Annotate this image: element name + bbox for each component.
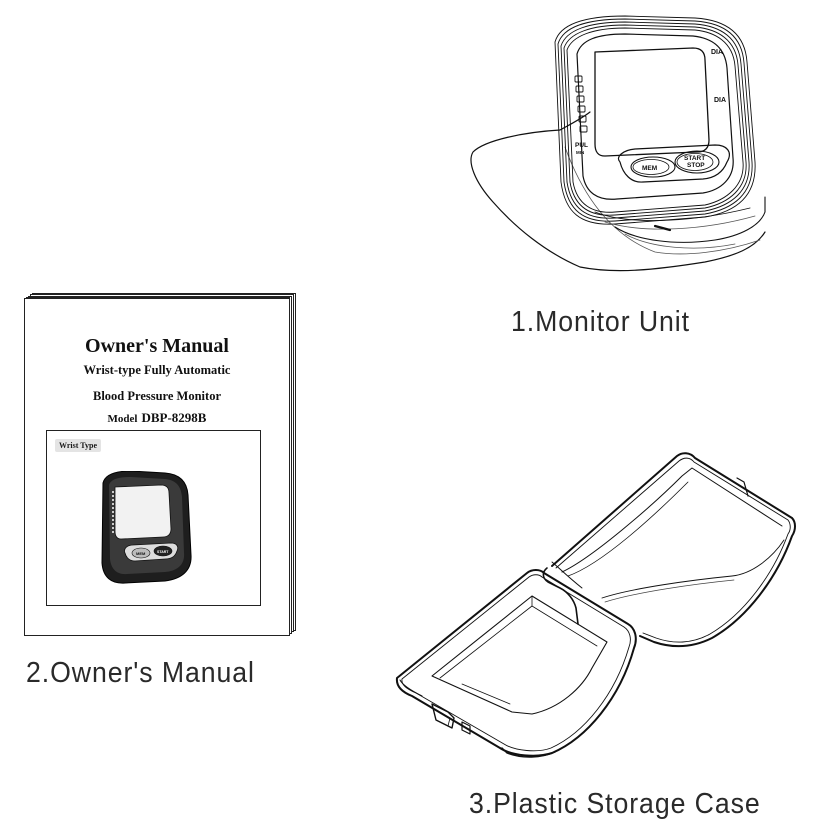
storage-case-illustration bbox=[395, 452, 796, 758]
monitor-unit-illustration: DIA DIA PUL MIN MEM START STOP bbox=[470, 15, 766, 272]
monitor-start-button-label: START bbox=[684, 155, 705, 162]
owners-manual-illustration: Owner's Manual Wrist-type Fully Automati… bbox=[24, 293, 296, 639]
monitor-mem-button-label: MEM bbox=[642, 165, 657, 172]
monitor-pul-sub-label: MIN bbox=[576, 150, 584, 155]
caption-monitor-unit: 1.Monitor Unit bbox=[511, 306, 690, 338]
monitor-pul-label: PUL bbox=[575, 142, 588, 149]
manual-subtitle-line2: Blood Pressure Monitor bbox=[92, 389, 221, 403]
manual-monitor-thumbnail: MEM START bbox=[101, 471, 192, 584]
monitor-dia-label-mid: DIA bbox=[714, 97, 726, 104]
caption-owners-manual: 2.Owner's Manual bbox=[26, 657, 255, 689]
manual-cover: Owner's Manual Wrist-type Fully Automati… bbox=[24, 298, 290, 636]
manual-model-value: DBP-8298B bbox=[141, 410, 207, 425]
manual-wrist-type-tag: Wrist Type bbox=[55, 439, 102, 452]
manual-title: Owner's Manual bbox=[85, 335, 229, 357]
manual-model-label: Model bbox=[107, 413, 138, 425]
manual-subtitle-line1: Wrist-type Fully Automatic bbox=[83, 363, 231, 377]
thumb-start-label: START bbox=[157, 550, 169, 554]
thumb-mem-label: MEM bbox=[136, 551, 146, 556]
manual-cover-image-box: Wrist Type MEM START bbox=[46, 430, 261, 606]
monitor-stop-button-label: STOP bbox=[687, 162, 705, 169]
monitor-dia-label-top: DIA bbox=[711, 49, 723, 56]
caption-plastic-storage-case: 3.Plastic Storage Case bbox=[469, 788, 761, 820]
